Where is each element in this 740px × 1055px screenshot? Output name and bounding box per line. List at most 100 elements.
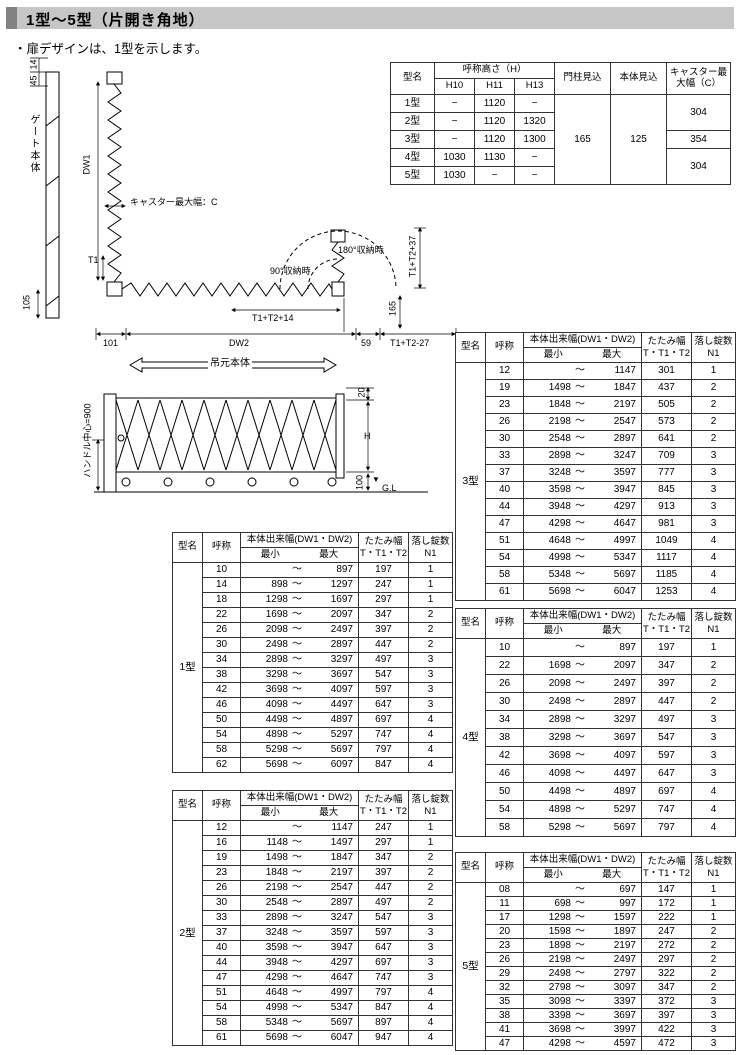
- width-range-cell: 1898～2197: [523, 938, 642, 953]
- width-range-cell: 2198～2547: [240, 880, 359, 896]
- width-range-cell: ～897: [523, 638, 642, 657]
- lock-count-cell: 3: [691, 447, 736, 465]
- caster-width-cell: 304: [666, 148, 732, 185]
- fold-width-cell: 547: [641, 728, 692, 747]
- size-cell: 33: [485, 447, 524, 465]
- lock-count-cell: 4: [691, 566, 736, 584]
- model-cell: 4型: [390, 148, 435, 167]
- width-range-cell: 3598～3947: [240, 940, 359, 956]
- min-label: 最小: [543, 624, 563, 636]
- lock-count-cell: 2: [691, 674, 736, 693]
- lock-count-cell: 3: [691, 728, 736, 747]
- fold-width-cell: 172: [641, 896, 692, 911]
- lock-count-cell: 3: [691, 515, 736, 533]
- fold-width-cell: 647: [641, 764, 692, 783]
- caster-max-width-label: キャスター最大幅：C: [130, 197, 218, 207]
- lock-count-cell: 4: [408, 757, 453, 773]
- model-name-cell: 2型: [172, 820, 203, 1046]
- lock-count-cell: 4: [408, 985, 453, 1001]
- width-range-cell: 3948～4297: [523, 498, 642, 516]
- dim-label-dw2: DW2: [229, 338, 249, 348]
- heights-row: 4型 1030 1130 − 304: [390, 148, 732, 185]
- size-cell: 40: [202, 940, 241, 956]
- width-range-cell: 4298～4647: [523, 515, 642, 533]
- fold-width-cell: 347: [358, 607, 409, 623]
- col-header-model: 型名: [455, 332, 486, 363]
- width-range-cell: 4298～4597: [523, 1036, 642, 1051]
- width-range-cell: 3298～3697: [240, 667, 359, 683]
- lock-count-cell: 3: [408, 697, 453, 713]
- fold-width-cell: 397: [641, 1008, 692, 1023]
- fold-width-cell: 422: [641, 1022, 692, 1037]
- col-header-size: 呼称: [485, 608, 524, 639]
- size-cell: 30: [485, 692, 524, 711]
- col-header-height-group: 呼称高さ（H）: [433, 62, 556, 79]
- width-range-cell: 2498～2897: [523, 692, 642, 711]
- size-cell: 26: [485, 413, 524, 431]
- locks-label-2: N1: [707, 347, 720, 359]
- col-header-size: 呼称: [202, 790, 241, 821]
- width-range-cell: 4298～4647: [240, 970, 359, 986]
- fold-label-2: T・T1・T2: [360, 547, 407, 559]
- size-cell: 23: [485, 938, 524, 953]
- plan-dimension-lines: [30, 57, 457, 340]
- width-range-cell: 4098～4497: [240, 697, 359, 713]
- size-cell: 38: [485, 1008, 524, 1023]
- size-cell: 44: [202, 955, 241, 971]
- width-range-cell: 1148～1497: [240, 835, 359, 851]
- size-cell: 29: [485, 966, 524, 981]
- fold-width-cell: 797: [641, 818, 692, 837]
- width-range-cell: ～697: [523, 882, 642, 897]
- min-label: 最小: [260, 548, 280, 560]
- max-label: 最大: [602, 624, 622, 636]
- lock-count-cell: 2: [691, 396, 736, 414]
- size-cell: 20: [485, 924, 524, 939]
- fold-width-cell: 297: [358, 592, 409, 608]
- fold-width-cell: 447: [358, 637, 409, 653]
- size-cell: 30: [202, 637, 241, 653]
- width-range-cell: 1498～1847: [240, 850, 359, 866]
- fold-width-cell: 981: [641, 515, 692, 533]
- heights-header-row-2: H10 H11 H13: [391, 78, 731, 95]
- title-accent-block: [6, 7, 17, 29]
- width-range-cell: 3098～3397: [523, 994, 642, 1009]
- lock-count-cell: 2: [691, 924, 736, 939]
- model-cell: 5型: [390, 166, 435, 185]
- max-label: 最大: [319, 548, 339, 560]
- size-cell: 50: [202, 712, 241, 728]
- h13-cell: 1320: [513, 112, 556, 131]
- size-cell: 50: [485, 782, 524, 801]
- col-header-model: 型名: [455, 852, 486, 883]
- lock-count-cell: 3: [408, 652, 453, 668]
- dim-label-20: 20: [356, 387, 367, 398]
- width-range-cell: 2098～2497: [240, 622, 359, 638]
- h13-cell: −: [513, 94, 556, 113]
- model-cell: 3型: [390, 130, 435, 149]
- size-cell: 54: [485, 549, 524, 567]
- size-cell: 19: [202, 850, 241, 866]
- lock-count-cell: 2: [691, 413, 736, 431]
- size-cell: 61: [202, 1030, 241, 1046]
- size-cell: 37: [202, 925, 241, 941]
- lock-count-cell: 2: [408, 622, 453, 638]
- lock-count-cell: 1: [408, 820, 453, 836]
